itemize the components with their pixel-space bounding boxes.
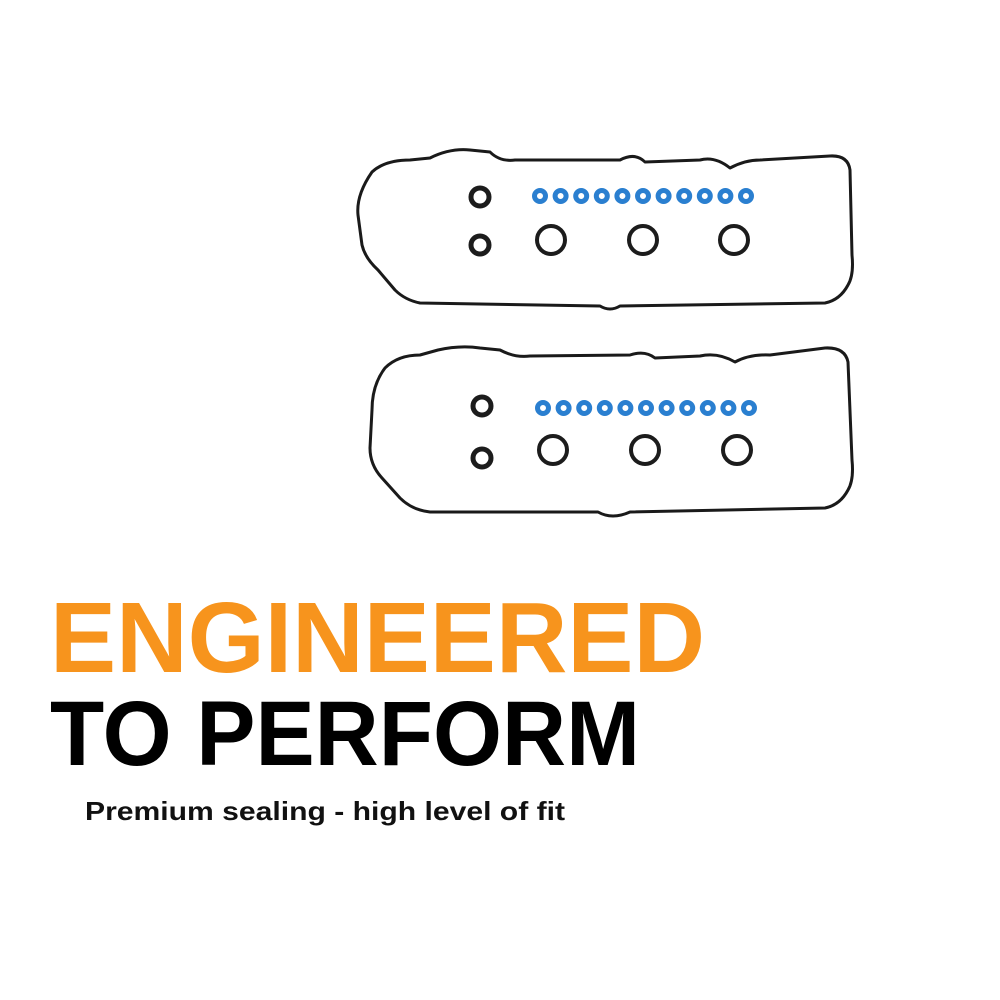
large-o-ring [718,224,750,256]
blue-seal [720,400,737,416]
blue-seal [614,188,631,204]
blue-seal [593,188,610,204]
blue-seal [638,400,654,416]
small-o-ring [468,233,492,257]
blue-seal [658,400,675,416]
large-o-ring [535,224,567,256]
blue-seal [535,400,551,416]
blue-seal [635,188,651,204]
large-o-ring [721,434,753,466]
blue-seal [741,400,757,416]
large-o-ring [537,434,569,466]
blue-seal [655,188,672,204]
headline-engineered: ENGINEERED [50,582,705,694]
blue-seal [573,188,590,204]
blue-seal [555,400,572,416]
large-o-ring [627,224,659,256]
blue-seal [717,188,734,204]
seal-rings [468,185,757,470]
tagline: Premium sealing - high level of fit [85,796,565,826]
blue-seal [617,400,634,416]
blue-seal [696,188,713,204]
blue-seal [552,188,569,204]
blue-seal [699,400,716,416]
small-o-ring [470,446,494,470]
blue-seal [676,188,693,204]
blue-seal [532,188,548,204]
blue-seal [576,400,593,416]
blue-seal [738,188,754,204]
gasket-top [356,148,854,311]
blue-seal [679,400,696,416]
large-o-ring [629,434,661,466]
headline-to-perform: TO PERFORM [50,683,640,785]
small-o-ring [468,185,492,209]
small-o-ring [470,394,494,418]
gasket-bottom [368,345,854,518]
blue-seal [596,400,613,416]
